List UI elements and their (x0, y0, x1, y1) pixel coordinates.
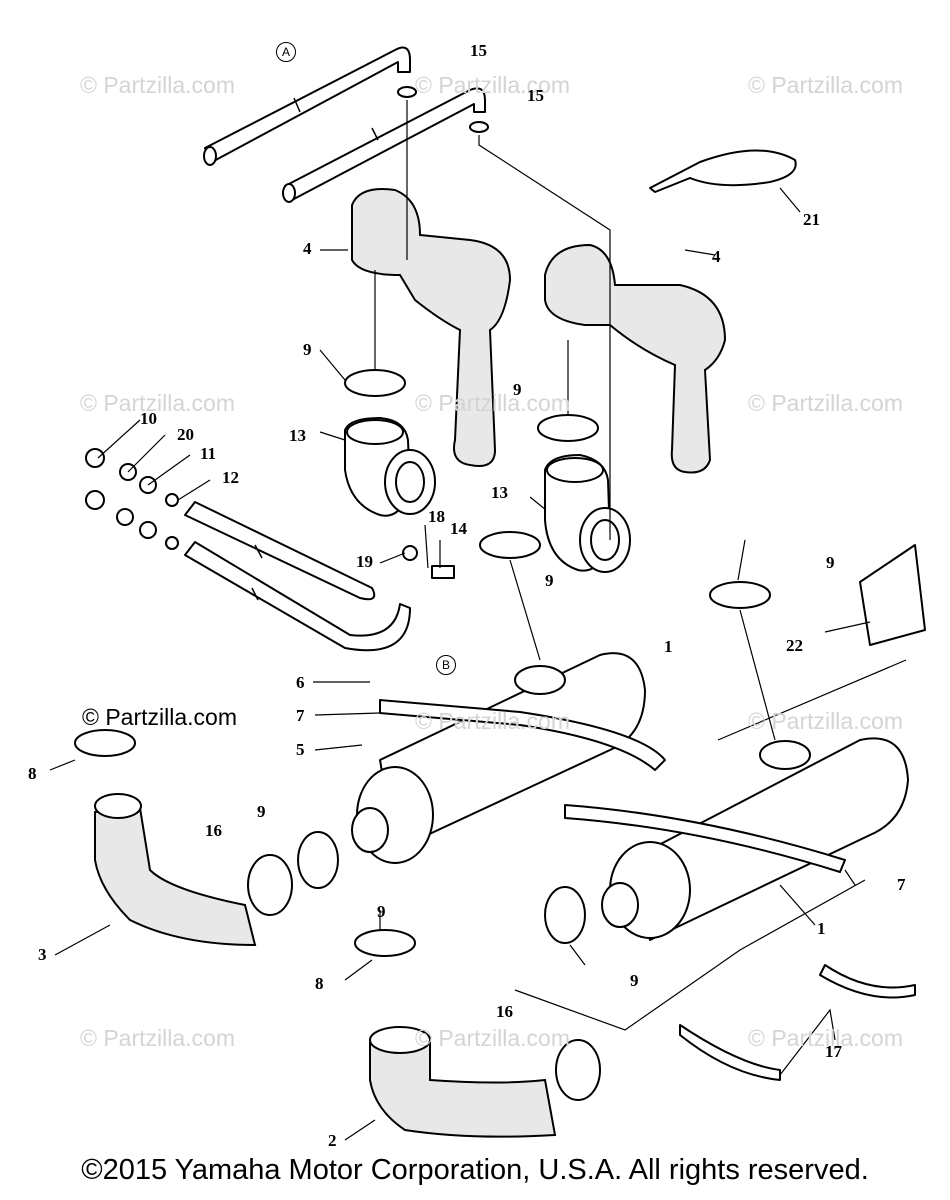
hose-band-9b (537, 414, 599, 442)
callout-7: 7 (897, 875, 906, 894)
watermark: © Partzilla.com (748, 72, 903, 98)
protector-17 (679, 964, 916, 1081)
pipe-2 (369, 1039, 557, 1138)
callout-16: 16 (205, 821, 222, 840)
callout-4: 4 (303, 239, 312, 258)
muffler-1-upper (351, 652, 646, 864)
callout-15: 15 (470, 41, 487, 60)
callout-9: 9 (303, 340, 312, 359)
watermark: © Partzilla.com (748, 1025, 903, 1051)
callout-17: 17 (825, 1042, 842, 1061)
ring-16b (555, 1039, 601, 1101)
watermark: © Partzilla.com (80, 72, 235, 98)
hose-band-8b (354, 929, 416, 957)
hose-clip-15a (397, 86, 417, 98)
callout-18: 18 (428, 507, 445, 526)
hose-band-9c (479, 531, 541, 559)
callout-14: 14 (450, 519, 467, 538)
joint-13-right (544, 454, 631, 573)
watermark: © Partzilla.com (415, 1025, 570, 1051)
hose-band-9e (297, 831, 339, 889)
copyright-notice: ©2015 Yamaha Motor Corporation, U.S.A. A… (81, 1154, 869, 1186)
reference-letter-b: B (436, 655, 456, 675)
callout-5: 5 (296, 740, 305, 759)
pipe-3 (94, 806, 257, 947)
callout-1: 1 (817, 919, 826, 938)
watermark: © Partzilla.com (80, 390, 235, 416)
hose-clip-15b (469, 121, 489, 133)
callout-3: 3 (38, 945, 47, 964)
watermark: © Partzilla.com (748, 390, 903, 416)
band-7-upper (379, 699, 666, 771)
callout-10: 10 (140, 409, 157, 428)
joint-13-left (344, 417, 436, 517)
callout-20: 20 (177, 425, 194, 444)
callout-8: 8 (28, 764, 37, 783)
cable-tie-21 (649, 149, 797, 193)
callout-8: 8 (315, 974, 324, 993)
callout-4: 4 (712, 247, 721, 266)
callout-12: 12 (222, 468, 239, 487)
band-7-lower (564, 804, 846, 873)
watermark-dark: © Partzilla.com (82, 704, 237, 730)
lower-hose-assembly (184, 501, 411, 652)
callout-9: 9 (630, 971, 639, 990)
callout-11: 11 (200, 444, 217, 463)
top-hose-assembly (203, 46, 486, 203)
leader-lines (49, 100, 907, 1141)
ring-16a (247, 854, 293, 916)
callout-9: 9 (545, 571, 554, 590)
callout-15: 15 (527, 86, 544, 105)
callout-13: 13 (289, 426, 306, 445)
callout-9: 9 (826, 553, 835, 572)
callout-9: 9 (257, 802, 266, 821)
watermark: © Partzilla.com (748, 708, 903, 734)
callout-6: 6 (296, 673, 305, 692)
hose-band-8a (74, 729, 136, 757)
callout-16: 16 (496, 1002, 513, 1021)
callout-21: 21 (803, 210, 820, 229)
callout-7: 7 (296, 706, 305, 725)
watermark: © Partzilla.com (415, 708, 570, 734)
reference-letter-a: A (276, 42, 296, 62)
callout-9: 9 (377, 902, 386, 921)
callout-2: 2 (328, 1131, 337, 1150)
heat-shield-22 (859, 544, 926, 646)
callout-1: 1 (664, 637, 673, 656)
hose-band-9a (344, 369, 406, 397)
watermark: © Partzilla.com (415, 390, 570, 416)
fittings-group (85, 448, 179, 550)
watermark: © Partzilla.com (415, 72, 570, 98)
hose-band-9f (544, 886, 586, 944)
callout-9: 9 (513, 380, 522, 399)
hose-band-9d (709, 581, 771, 609)
exhaust-pipe-4-right (544, 243, 727, 474)
callout-13: 13 (491, 483, 508, 502)
callout-22: 22 (786, 636, 803, 655)
bolt-14 (431, 565, 455, 579)
watermark: © Partzilla.com (80, 1025, 235, 1051)
washer-18-19 (402, 545, 418, 561)
exhaust-pipe-4-left (351, 188, 512, 467)
callout-19: 19 (356, 552, 373, 571)
